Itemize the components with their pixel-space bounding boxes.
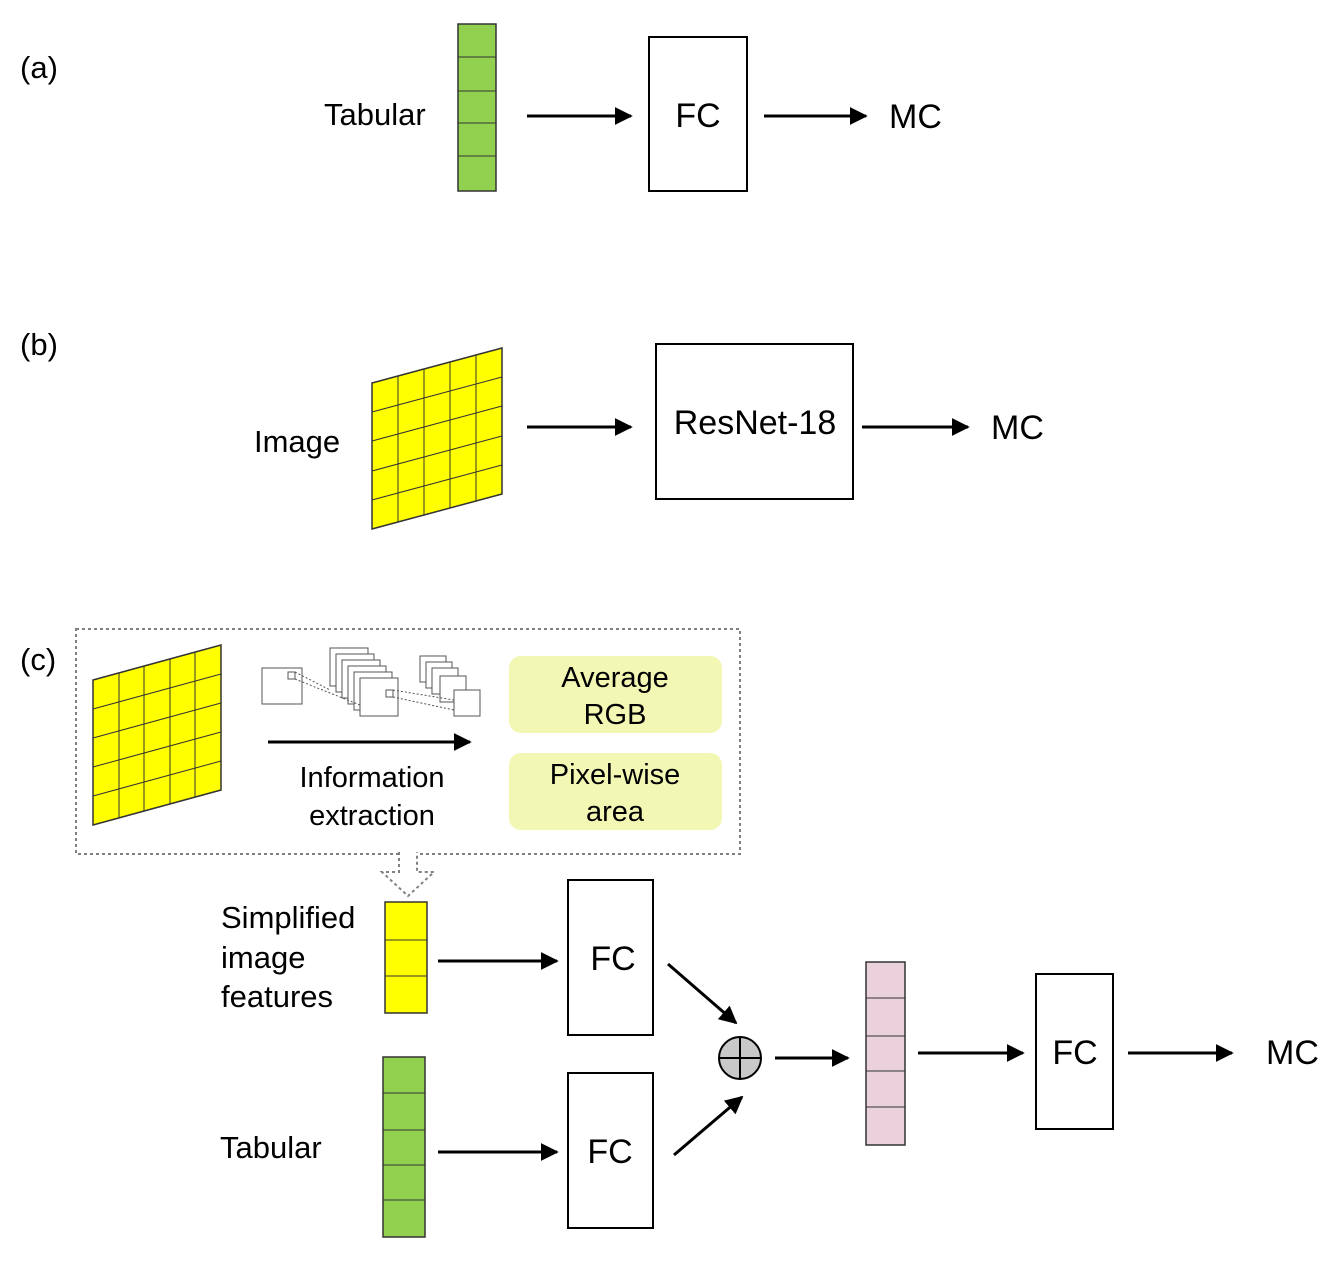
- fc-final-block: [1035, 973, 1114, 1130]
- extraction-label-line2: extraction: [309, 800, 435, 832]
- average-rgb-box: [509, 656, 722, 733]
- resnet-block: [655, 343, 854, 500]
- pixel-wise-area-line1: Pixel-wise: [550, 759, 681, 791]
- average-rgb-line1: Average: [561, 662, 669, 694]
- tabular-input-label: Tabular: [220, 1130, 322, 1165]
- fc-tabular-block-label: FC: [587, 1133, 632, 1171]
- image-input-label: Image: [254, 424, 340, 459]
- average-rgb-line2: RGB: [584, 699, 647, 731]
- pixel-wise-area-box: [509, 753, 722, 830]
- fc-image-block: [567, 879, 654, 1036]
- arrow-fc-image-to-plus: [667, 962, 738, 1025]
- simplified-label-line3: features: [221, 979, 333, 1014]
- concat-vector: [865, 961, 906, 1146]
- panel-b: (b) Image ResNet-18 MC: [20, 327, 1044, 530]
- mc-output-label: MC: [991, 409, 1044, 447]
- pixel-wise-area-line2: area: [586, 796, 645, 828]
- simplified-label-line2: image: [221, 940, 305, 975]
- simplified-label-line1: Simplified: [221, 900, 355, 935]
- fc-block-label: FC: [675, 97, 720, 135]
- panel-c: (c): [20, 628, 1319, 1238]
- tabular-vector-c: [382, 1056, 426, 1238]
- fc-tabular-block: [567, 1072, 654, 1229]
- simplified-features-vector: [384, 901, 428, 1014]
- extraction-label-line1: Information: [299, 762, 444, 794]
- arrow-fc-tabular-to-plus: [673, 1095, 744, 1157]
- down-arrow-icon: [379, 852, 437, 898]
- tabular-vector: [457, 23, 497, 192]
- mc-output-label: MC: [889, 98, 942, 136]
- image-grid: [371, 347, 503, 530]
- panel-a: (a) Tabular FC MC: [20, 23, 942, 192]
- plus-node-icon: [718, 1036, 762, 1080]
- mc-output-label: MC: [1266, 1034, 1319, 1072]
- fc-final-block-label: FC: [1052, 1034, 1097, 1072]
- tabular-input-label: Tabular: [324, 97, 426, 132]
- panel-b-tag: (b): [20, 327, 58, 362]
- fc-block: [648, 36, 748, 192]
- resnet-block-label: ResNet-18: [674, 404, 837, 442]
- fc-image-block-label: FC: [590, 940, 635, 978]
- panel-c-tag: (c): [20, 642, 56, 677]
- cnn-icon: [261, 647, 481, 717]
- panel-a-tag: (a): [20, 50, 58, 85]
- image-grid-c: [92, 644, 222, 826]
